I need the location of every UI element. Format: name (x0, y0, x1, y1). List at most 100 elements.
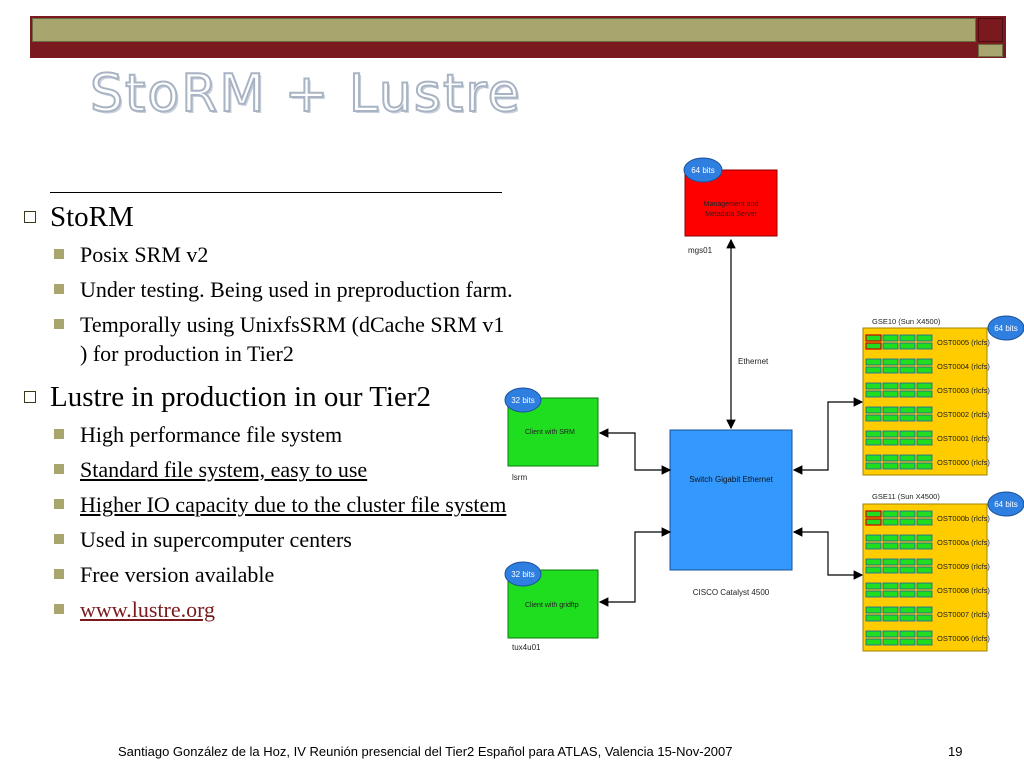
srm-client: 32 bits Client with SRM lsrm (504, 387, 599, 482)
gse11-disk-cell (865, 630, 882, 638)
gse11-ost-label: OST000a (rlcfs) (937, 538, 990, 547)
sub-bullet-text: Under testing. Being used in preproducti… (80, 277, 513, 302)
gse10-disk-cell (916, 334, 933, 342)
slide-title: StoRM + Lustre (89, 63, 522, 125)
square-bullet-icon (54, 534, 64, 544)
gse10-disk-cell (882, 334, 899, 342)
gse10-disk-cell (899, 382, 916, 390)
gse10-disk-cell (865, 462, 882, 470)
gse11-disk-cell (882, 542, 899, 550)
bullet-label: Lustre in production in our Tier2 (50, 381, 432, 413)
sub-bullet-text: Used in supercomputer centers (80, 527, 352, 552)
gse11-disk-cell (899, 558, 916, 566)
sub-bullet-text: Posix SRM v2 (80, 242, 209, 267)
gse10-box (862, 327, 988, 476)
gse10-disk-cell (882, 438, 899, 446)
gse10-disk-cell (899, 430, 916, 438)
badge-srm (504, 387, 542, 413)
gse10-disk-cell (916, 382, 933, 390)
square-bullet-icon (54, 569, 64, 579)
gse11-disk-cell (882, 510, 899, 518)
banner-square-small (978, 44, 1003, 57)
banner-olive-strip (32, 18, 976, 42)
gse10-disk-cell (882, 406, 899, 414)
ethernet-label: Ethernet (738, 357, 769, 366)
gse11-disk-cell (882, 606, 899, 614)
switch-box (669, 429, 793, 571)
gse11-disk-cell (916, 558, 933, 566)
switch: Switch Gigabit Ethernet CISCO Catalyst 4… (669, 429, 793, 597)
gse10-disk-cell (916, 406, 933, 414)
square-bullet-icon (54, 284, 64, 294)
gse10-disk-cell (899, 438, 916, 446)
gse11-disk-cell (865, 534, 882, 542)
gse11-disk-cell (899, 606, 916, 614)
lustre-link[interactable]: www.lustre.org (80, 597, 216, 622)
gse10-disk-cell (865, 406, 882, 414)
gse11-disk-cell (865, 614, 882, 622)
square-bullet-icon (54, 464, 64, 474)
badge-gridftp (504, 561, 542, 587)
sub-bullet: Higher IO capacity due to the cluster fi… (24, 490, 514, 519)
gse11-disk-cell (916, 518, 933, 526)
gse11-disk-cell (882, 566, 899, 574)
badge-srm-text: 32 bits (511, 396, 535, 405)
gse10-disk-cell (882, 366, 899, 374)
gse11-disk-cell (865, 590, 882, 598)
badge-gse10-text: 64 bits (994, 324, 1018, 333)
gse11-disk-cell (865, 510, 882, 518)
gse10-ost-label: OST0002 (rlcfs) (937, 410, 990, 419)
link-switch-gse10 (792, 397, 864, 475)
gse11-disk-cell (899, 582, 916, 590)
gse10-disk-cell (865, 438, 882, 446)
gse10-disk-cell (899, 342, 916, 350)
gse11-ost-rows: OST000b (rlcfs)OST000a (rlcfs)OST0009 (r… (865, 510, 990, 646)
gse11-title: GSE11 (Sun X4500) (872, 492, 940, 501)
sub-bullet: Free version available (24, 560, 514, 589)
hollow-square-bullet-icon (24, 211, 36, 223)
link-srm-switch (598, 428, 672, 475)
bullet-list: StoRM Posix SRM v2 Under testing. Being … (24, 200, 514, 630)
gse10-disk-cell (916, 390, 933, 398)
gse10-disk-cell (899, 334, 916, 342)
gse10-disk-cell (916, 454, 933, 462)
gse11-disk-cell (882, 534, 899, 542)
link-switch-gse11 (792, 527, 864, 580)
gridftp-client-label: Client with gridftp (525, 602, 579, 609)
gse11-disk-cell (865, 606, 882, 614)
gse11-disk-cell (899, 630, 916, 638)
gse10-disk-cell (865, 334, 882, 342)
gse10-disk-cell (865, 390, 882, 398)
gse11-ost-label: OST0008 (rlcfs) (937, 586, 990, 595)
gse10-disk-cell (899, 414, 916, 422)
gse10-disk-cell (899, 462, 916, 470)
mgs-host: mgs01 (688, 246, 713, 255)
gse11-disk-cell (865, 518, 882, 526)
gse10-disk-cell (865, 358, 882, 366)
gse10-disk-cell (916, 358, 933, 366)
link-gridftp-switch (598, 527, 672, 607)
gse11-disk-cell (882, 614, 899, 622)
badge-mgs (683, 157, 723, 183)
gse11-disk-cell (899, 510, 916, 518)
gse11-disk-cell (916, 638, 933, 646)
gse10-ost-label: OST0004 (rlcfs) (937, 362, 990, 371)
gse11-disk-cell (865, 566, 882, 574)
hollow-square-bullet-icon (24, 391, 36, 403)
gse11-disk-cell (916, 614, 933, 622)
square-bullet-icon (54, 249, 64, 259)
gse10-disk-cell (882, 382, 899, 390)
gse10-disk-cell (916, 462, 933, 470)
switch-label: Switch Gigabit Ethernet (689, 475, 773, 484)
page-number: 19 (948, 744, 963, 759)
sub-bullet: High performance file system (24, 420, 514, 449)
gse11-disk-cell (899, 638, 916, 646)
square-bullet-icon (54, 499, 64, 509)
square-bullet-icon (54, 429, 64, 439)
gse11-ost-label: OST0007 (rlcfs) (937, 610, 990, 619)
gse11-storage: GSE11 (Sun X4500) 64 bits OST000b (rlcfs… (862, 491, 1024, 652)
mgs-label-1: Management and (704, 201, 759, 208)
gse10-disk-cell (916, 438, 933, 446)
gse10-disk-cell (899, 390, 916, 398)
square-bullet-icon (54, 319, 64, 329)
